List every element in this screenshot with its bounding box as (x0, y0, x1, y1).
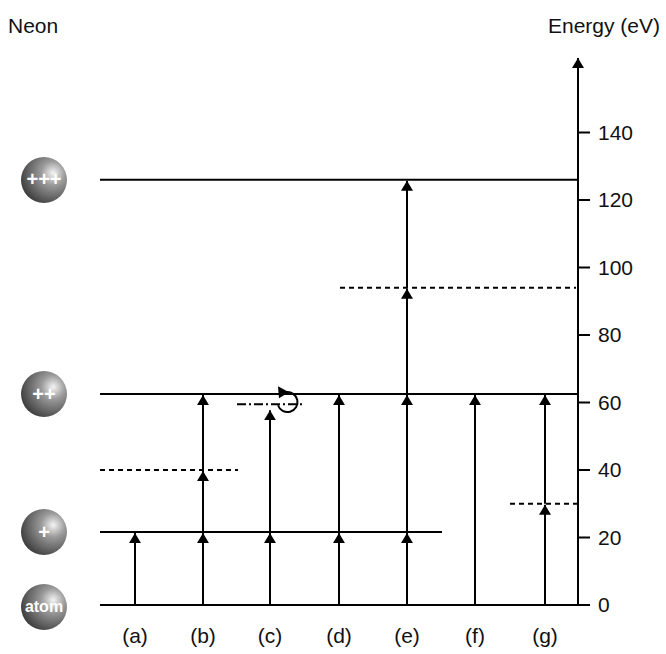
circular-arrowhead (278, 386, 289, 398)
ion-charge-label: atom (25, 598, 63, 616)
axis-tick (578, 469, 590, 471)
tick-label: 40 (598, 458, 621, 481)
photon-absorption-arrow (202, 533, 204, 605)
axis-tick (578, 199, 590, 201)
process-label: (g) (532, 624, 558, 647)
sphere-fill (21, 371, 67, 417)
sphere-fill (21, 157, 67, 203)
axis-tick (578, 537, 590, 539)
tick-label: 80 (598, 323, 621, 346)
tick-label: 20 (598, 526, 621, 549)
tick-label: 60 (598, 391, 621, 414)
ion-sphere: + (20, 508, 68, 556)
photon-absorption-arrow (544, 395, 546, 504)
photon-absorption-arrow (202, 395, 204, 470)
process-label: (c) (258, 624, 283, 647)
process-label: (d) (326, 624, 352, 647)
tick-label: 140 (598, 121, 633, 144)
ion-sphere: ++ (20, 370, 68, 418)
energy-level-line (100, 469, 238, 471)
process-label: (e) (394, 624, 420, 647)
energy-level-line (100, 179, 578, 181)
ion-charge-label: + (38, 521, 50, 544)
energy-level-line (100, 393, 578, 395)
energy-axis (577, 58, 579, 605)
photon-absorption-arrow (544, 505, 546, 605)
photon-absorption-arrow (202, 471, 204, 532)
ion-sphere: atom (20, 583, 68, 631)
photon-absorption-arrow (269, 533, 271, 605)
axis-tick (578, 604, 590, 606)
photon-absorption-arrow (474, 395, 476, 605)
photon-absorption-arrow (269, 410, 271, 532)
process-label: (f) (465, 624, 485, 647)
photon-absorption-arrow (406, 395, 408, 532)
tick-label: 100 (598, 256, 633, 279)
axis-title: Energy (eV) (548, 14, 660, 37)
photon-absorption-arrow (338, 395, 340, 532)
tick-label: 120 (598, 188, 633, 211)
ion-charge-label: +++ (26, 168, 61, 191)
photon-absorption-arrow (406, 289, 408, 394)
process-label: (a) (122, 624, 148, 647)
sphere-text-box: ++ (20, 370, 68, 418)
sphere-text-box: + (20, 508, 68, 556)
ion-charge-label: ++ (32, 383, 55, 406)
photon-absorption-arrow (338, 533, 340, 605)
energy-level-line (237, 403, 305, 405)
photon-absorption-arrow (134, 533, 136, 605)
photon-absorption-arrow (406, 533, 408, 605)
axis-tick (578, 334, 590, 336)
sphere-fill (21, 584, 67, 630)
axis-tick (578, 267, 590, 269)
element-name: Neon (8, 14, 58, 37)
process-label: (b) (190, 624, 216, 647)
sphere-fill (21, 509, 67, 555)
sphere-text-box: +++ (20, 156, 68, 204)
photon-absorption-arrow (406, 181, 408, 288)
axis-tick (578, 402, 590, 404)
ion-sphere: +++ (20, 156, 68, 204)
sphere-text-box: atom (20, 583, 68, 631)
tick-label: 0 (598, 593, 610, 616)
axis-tick (578, 132, 590, 134)
energy-level-line (340, 287, 576, 289)
